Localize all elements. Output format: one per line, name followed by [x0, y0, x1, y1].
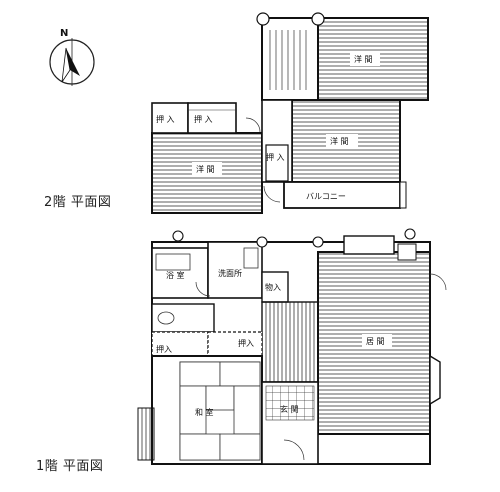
column-icon: [256, 12, 270, 26]
floor1-living-room-label: 居 間: [366, 337, 385, 346]
floor2-closet-c-label: 押 入: [266, 152, 285, 162]
floor2-closet-b: [187, 102, 237, 134]
column-icon: [172, 230, 184, 242]
column-icon: [256, 236, 268, 248]
floor1-stairs: [261, 301, 319, 383]
floor2-western-room-top-label: 洋 間: [354, 54, 373, 64]
floor1-bathroom-label: 浴 室: [166, 270, 185, 280]
floor2-western-room-mid-label: 洋 間: [330, 136, 349, 146]
compass: N: [49, 28, 95, 86]
floor2-plan: 洋 間 洋 間 洋 間 押 入 押 入 押 入: [151, 12, 429, 214]
floor2-closet-a: [151, 102, 189, 134]
floor1-washroom-label: 洗面所: [218, 268, 242, 278]
floor1-closet-b-label: 押入: [238, 338, 254, 348]
column-icon: [312, 236, 324, 248]
floor2-caption: 2階 平面図: [44, 195, 112, 210]
floor2-stairwell: [261, 17, 319, 101]
floor1-storage: [261, 271, 289, 303]
floor1-japanese-room-label: 和 室: [195, 407, 214, 417]
column-icon: [404, 228, 416, 240]
floor1-entrance-label: 玄 関: [280, 404, 299, 414]
column-icon: [311, 12, 325, 26]
floor1-plan: 浴 室 洗面所 物入 便所 押入 押入 居 間: [137, 228, 447, 465]
floor1-closet-b: [207, 331, 263, 357]
compass-north-letter: N: [60, 28, 68, 39]
floor1-caption: 1階 平面図: [36, 459, 104, 474]
floor2-closet-a-label: 押 入: [156, 114, 175, 124]
floor1-closet-a: [151, 331, 209, 357]
compass-needle-icon: [66, 48, 80, 76]
floor2-closet-b-label: 押 入: [194, 114, 213, 124]
floor2-western-room-left-label: 洋 間: [196, 164, 215, 174]
floor2-closet-c: [265, 144, 289, 182]
floor2-balcony-label: バルコニー: [306, 192, 346, 201]
floor1-closet-a-label: 押入: [156, 344, 172, 354]
floor1-storage-label: 物入: [265, 282, 281, 292]
